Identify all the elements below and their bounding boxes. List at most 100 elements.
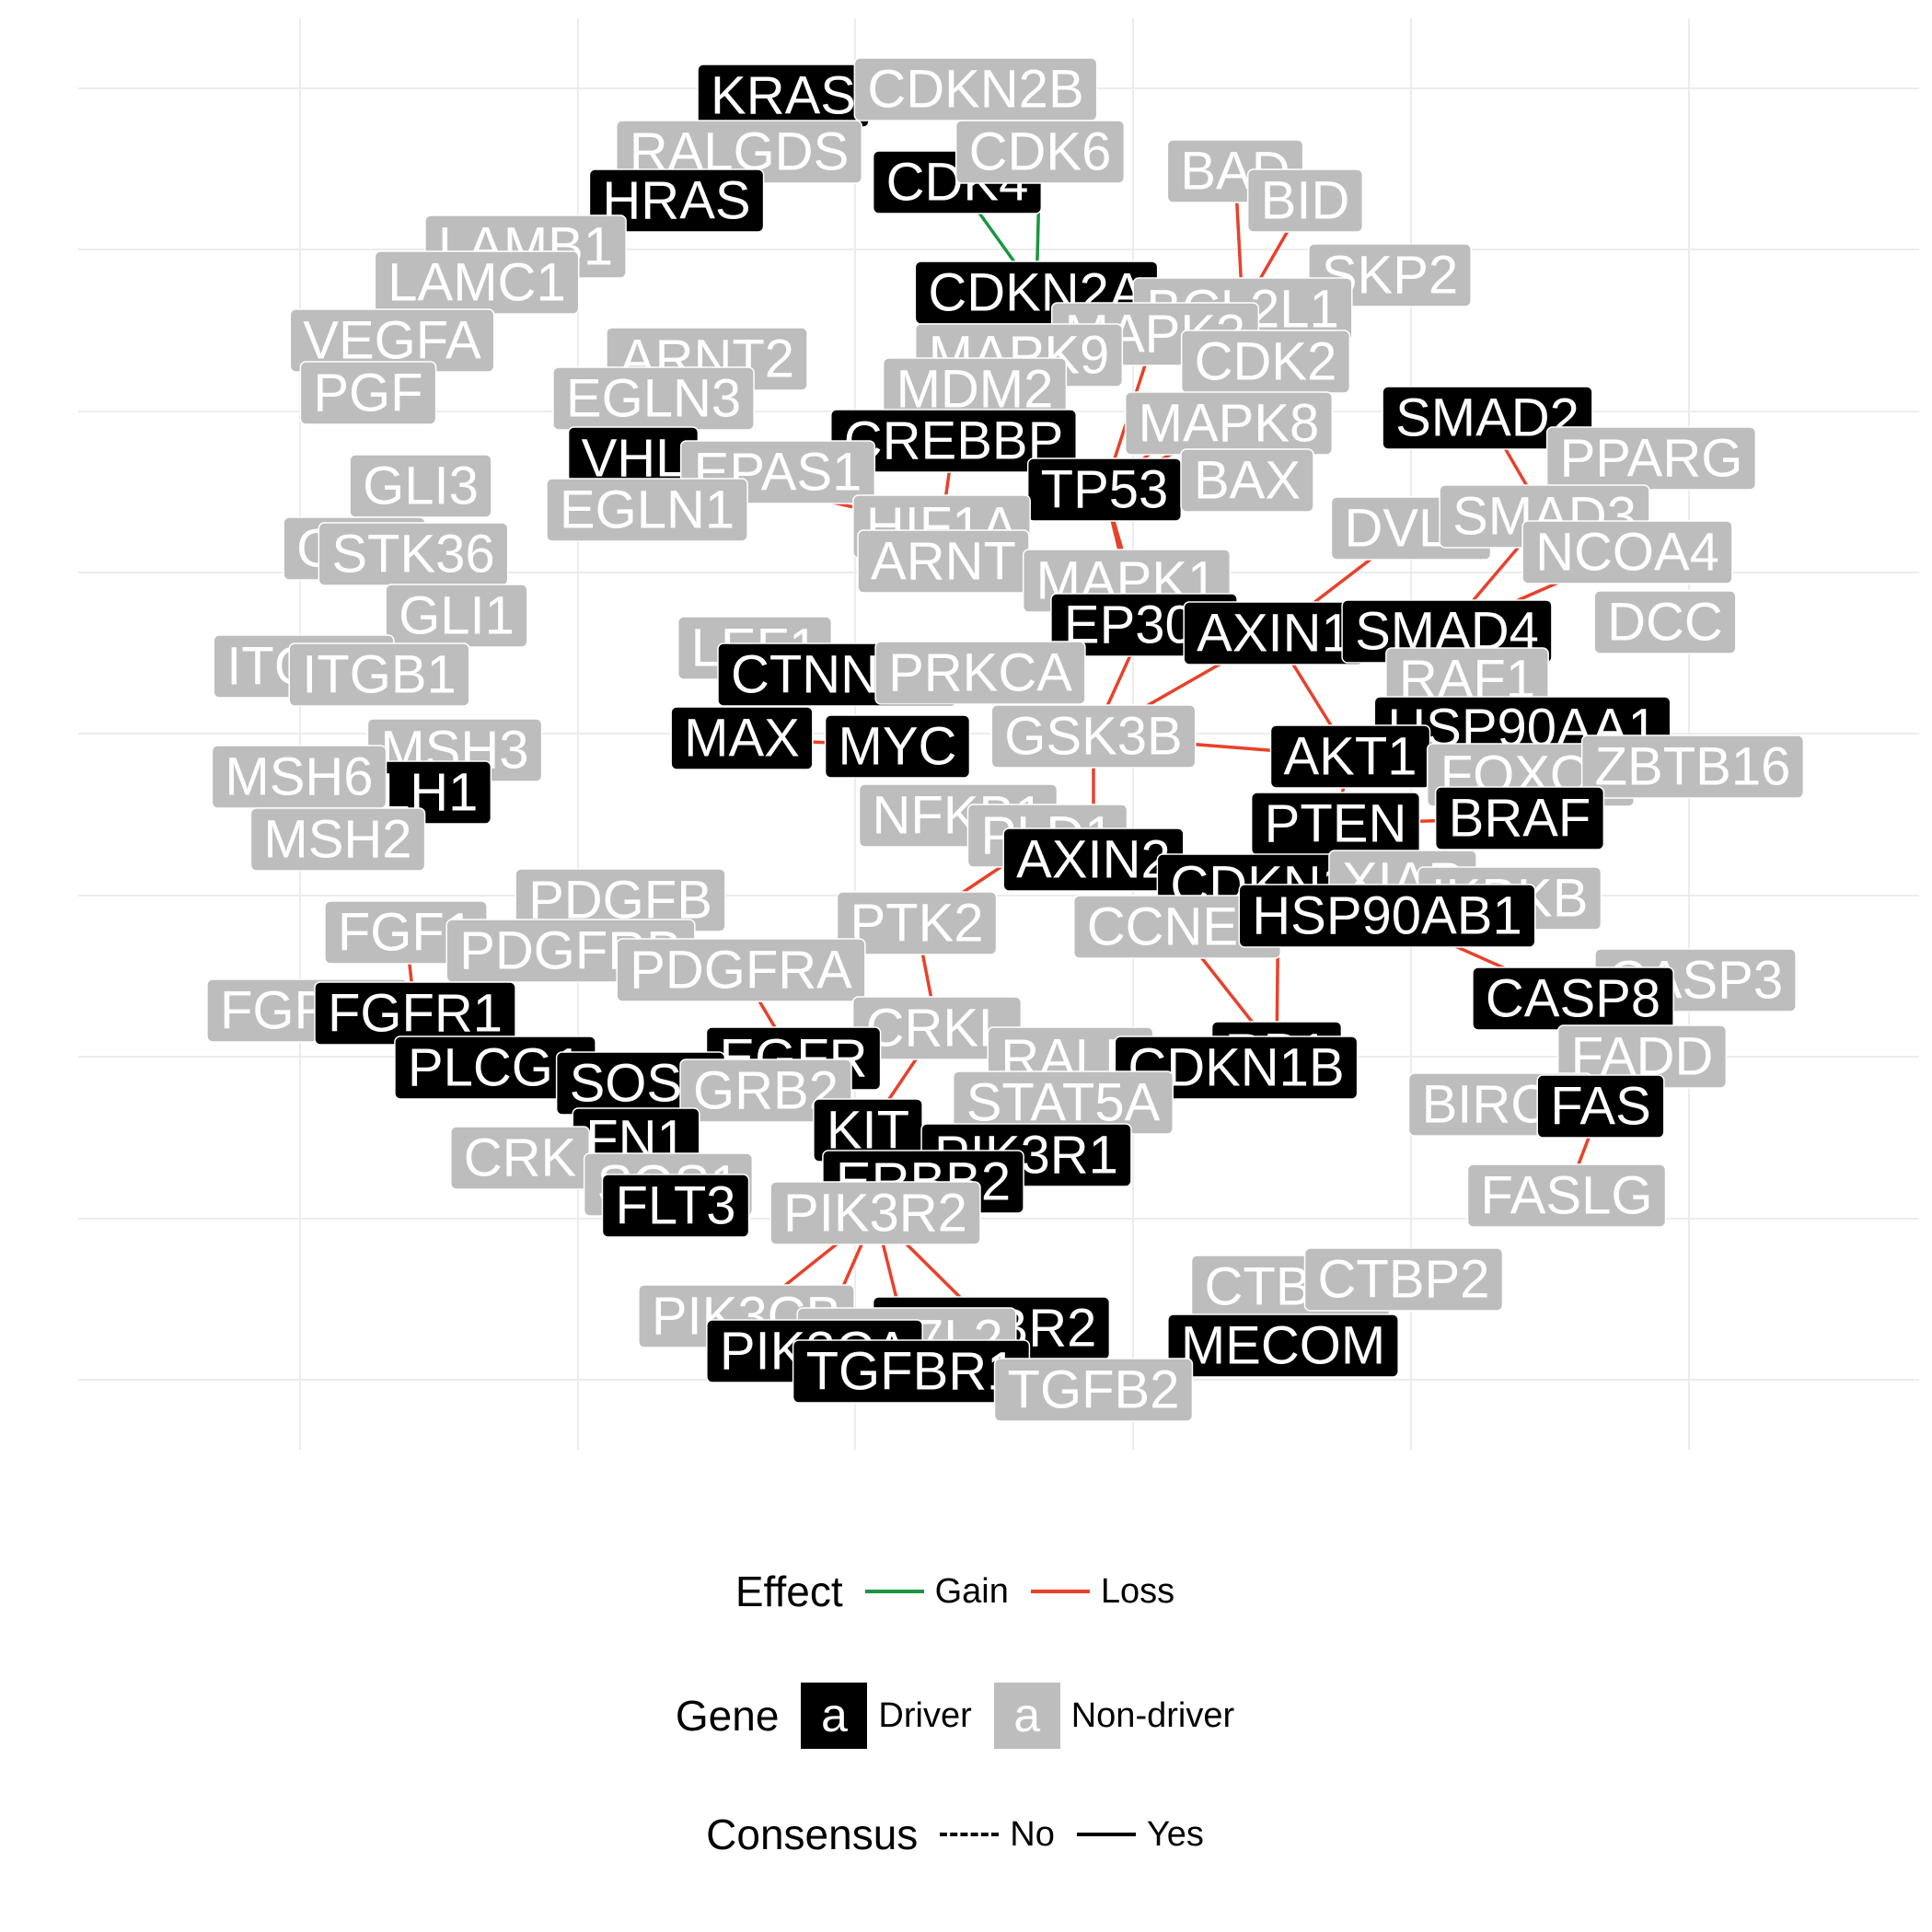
gene-node-msh6: MSH6 [211, 745, 388, 809]
gene-node-faslg: FASLG [1466, 1163, 1667, 1228]
gene-node-label: PRKCA [888, 643, 1072, 703]
gene-node-label: NCOA4 [1535, 523, 1719, 583]
gene-node-label: EGLN3 [566, 369, 741, 429]
gene-node-plcg1: PLCG1 [394, 1035, 596, 1100]
gene-node-label: CTBP2 [1318, 1250, 1490, 1310]
gene-node-cdk2: CDK2 [1180, 330, 1351, 394]
gene-node-box [616, 938, 866, 1002]
gene-node-label: MYC [839, 717, 957, 777]
loss-label: Loss [1100, 1571, 1175, 1611]
gene-node-label: AXIN1 [1197, 604, 1351, 664]
gene-node-label: BAX [1194, 451, 1301, 511]
gene-node-box [1167, 1313, 1399, 1378]
gene-node-box [1382, 386, 1593, 450]
gene-node-stat5a: STAT5A [952, 1070, 1174, 1135]
gene-node-zbtb16: ZBTB16 [1580, 735, 1805, 799]
gene-node-label: DCC [1607, 593, 1723, 653]
gain-label: Gain [934, 1571, 1009, 1611]
gene-node-akt1: AKT1 [1269, 724, 1431, 789]
gene-node-label: BRAF [1449, 789, 1591, 849]
gene-node-box [990, 704, 1197, 769]
gene-node-label: ARNT [871, 532, 1016, 592]
gene-node-fas: FAS [1536, 1074, 1665, 1139]
gene-node-smad2: SMAD2 [1382, 386, 1593, 450]
gene-node-gsk3b: GSK3B [990, 704, 1197, 769]
gene-node-egln1: EGLN1 [546, 478, 748, 542]
gene-node-cdkn2b: CDKN2B [853, 57, 1098, 121]
yes-label: Yes [1146, 1814, 1204, 1854]
gene-node-hras: HRAS [588, 168, 765, 233]
gene-node-tgfb2: TGFB2 [993, 1358, 1194, 1422]
gene-node-box [1246, 168, 1364, 233]
gene-node-label: KRAS [711, 66, 856, 126]
gene-node-crkl: CRKL [851, 996, 1023, 1060]
gene-node-box [874, 641, 1086, 705]
gene-node-bid: BID [1246, 168, 1364, 233]
gene-node-label: GSK3B [1004, 707, 1182, 767]
gene-node-kras: KRAS [697, 64, 870, 128]
gene-node-tgfbr1: TGFBR1 [792, 1339, 1031, 1404]
gene-node-label: TGFB2 [1008, 1360, 1180, 1420]
gene-node-label: PDGFRA [630, 941, 852, 1001]
gene-node-box [601, 1174, 750, 1238]
gene-node-box [588, 168, 765, 233]
gene-node-box [1180, 448, 1314, 513]
gene-node-itgb1: ITGB1 [288, 642, 470, 707]
gene-node-label: ZBTB16 [1595, 737, 1791, 797]
gene-node-pdgfra: PDGFRA [616, 938, 866, 1002]
gene-node-label: STK36 [331, 525, 494, 584]
gene-node-label: MSH2 [263, 810, 411, 870]
gene-node-box [954, 120, 1126, 184]
gene-node-pten: PTEN [1250, 792, 1421, 856]
gene-node-box [993, 1358, 1194, 1422]
gene-node-bax: BAX [1180, 448, 1314, 513]
gene-node-label: GLI3 [363, 457, 479, 516]
gene-node-msh2: MSH2 [249, 807, 426, 872]
gene-node-gli3: GLI3 [349, 454, 492, 518]
gene-node-label: PIK3R2 [783, 1184, 967, 1244]
gene-node-box [1303, 1247, 1504, 1312]
gene-node-label: VEGFA [303, 311, 481, 371]
gene-node-vegfa: VEGFA [289, 308, 495, 373]
consensus-legend: Consensus No Yes [0, 1810, 1932, 1859]
gene-node-label: CRKL [866, 999, 1009, 1059]
gene-node-label: LAMC1 [388, 253, 565, 313]
gene-node-label: FASLG [1481, 1166, 1653, 1226]
gene-node-label: FLT3 [615, 1176, 735, 1236]
gene-node-tp53: TP53 [1026, 457, 1183, 522]
consensus-legend-title: Consensus [706, 1811, 919, 1858]
gene-node-label: BID [1261, 171, 1350, 231]
gene-node-label: PPARG [1560, 429, 1743, 489]
gene-node-label: STAT5A [966, 1073, 1161, 1133]
gene-node-label: PGF [313, 364, 422, 423]
gene-node-label: HSP90AB1 [1252, 886, 1521, 946]
loss-line-key [1030, 1590, 1090, 1593]
gene-node-lamc1: LAMC1 [374, 250, 580, 315]
gene-node-mecom: MECOM [1167, 1313, 1399, 1378]
no-label: No [1010, 1814, 1055, 1854]
driver-label: Driver [878, 1695, 972, 1735]
gene-node-box [1545, 426, 1757, 491]
gene-node-box [299, 361, 437, 425]
gene-node-label: TP53 [1041, 460, 1169, 520]
gene-legend-title: Gene [675, 1692, 780, 1740]
effect-legend: Effect Gain Loss [0, 1567, 1932, 1616]
gene-node-label: ITGB1 [302, 645, 457, 705]
gene-node-egln3: EGLN3 [552, 366, 755, 431]
gene-node-label: GLI1 [399, 586, 515, 646]
gene-node-label: FAS [1550, 1077, 1651, 1137]
gene-node-cdk6: CDK6 [954, 120, 1126, 184]
yes-line-key [1076, 1833, 1136, 1836]
gene-node-label: AKT1 [1283, 727, 1417, 787]
gene-node-box [546, 478, 748, 542]
gene-node-label: CDK2 [1195, 332, 1337, 392]
gene-node-axin2: AXIN2 [1002, 827, 1185, 892]
gene-node-label: CRK [464, 1128, 577, 1188]
gene-node-label: CDK6 [969, 122, 1112, 182]
gene-node-label: CASP8 [1486, 969, 1660, 1029]
gene-node-box [679, 1059, 852, 1123]
gene-node-label: MAX [684, 709, 800, 769]
gene-node-box [1536, 1074, 1665, 1139]
non-driver-label: Non-driver [1070, 1695, 1235, 1735]
